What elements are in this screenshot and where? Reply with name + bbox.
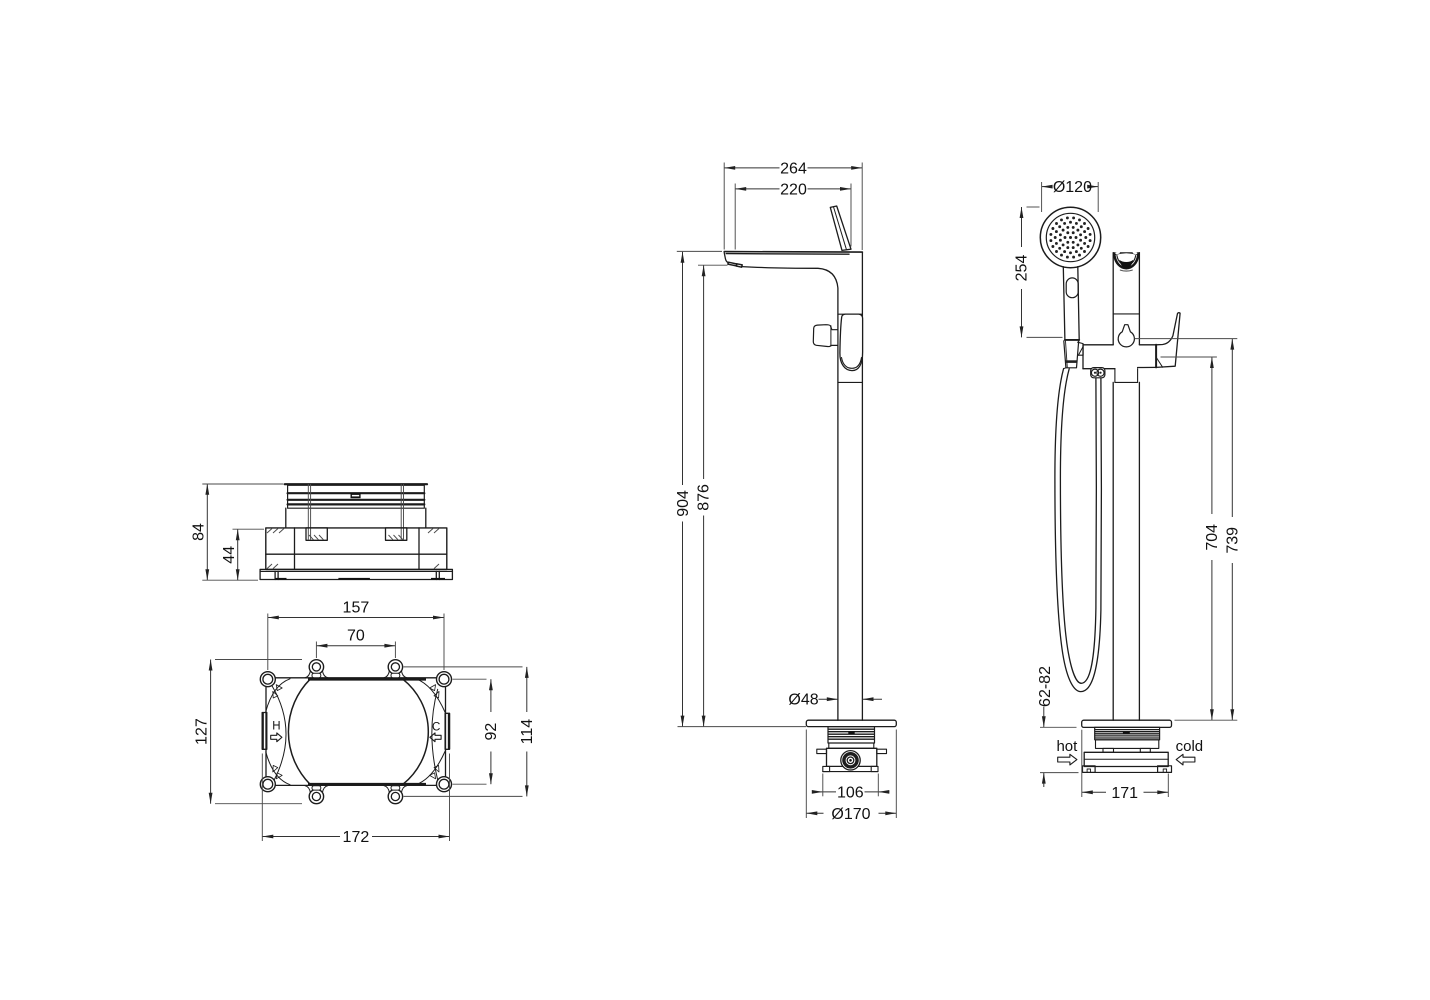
svg-text:44: 44 [221,546,238,564]
svg-text:Ø120: Ø120 [1053,179,1092,196]
svg-text:cold: cold [1176,738,1204,755]
svg-text:172: 172 [343,829,370,846]
svg-text:114: 114 [519,719,536,745]
svg-text:704: 704 [1204,524,1221,551]
svg-text:876: 876 [696,484,713,511]
svg-text:84: 84 [190,523,207,541]
svg-text:220: 220 [780,181,807,198]
svg-text:106: 106 [837,784,864,801]
svg-text:C: C [432,721,440,733]
svg-text:70: 70 [347,628,365,645]
svg-text:254: 254 [1014,255,1031,282]
svg-text:hot: hot [1056,738,1078,755]
svg-text:127: 127 [193,718,210,745]
svg-text:92: 92 [483,723,500,741]
svg-text:Ø48: Ø48 [788,692,818,709]
svg-text:171: 171 [1111,785,1138,802]
svg-text:739: 739 [1224,527,1241,554]
svg-text:157: 157 [343,600,370,617]
svg-text:904: 904 [675,490,692,517]
svg-text:62-82: 62-82 [1037,666,1054,707]
svg-text:264: 264 [780,160,807,177]
svg-text:Ø170: Ø170 [831,806,870,823]
svg-text:H: H [272,721,280,733]
